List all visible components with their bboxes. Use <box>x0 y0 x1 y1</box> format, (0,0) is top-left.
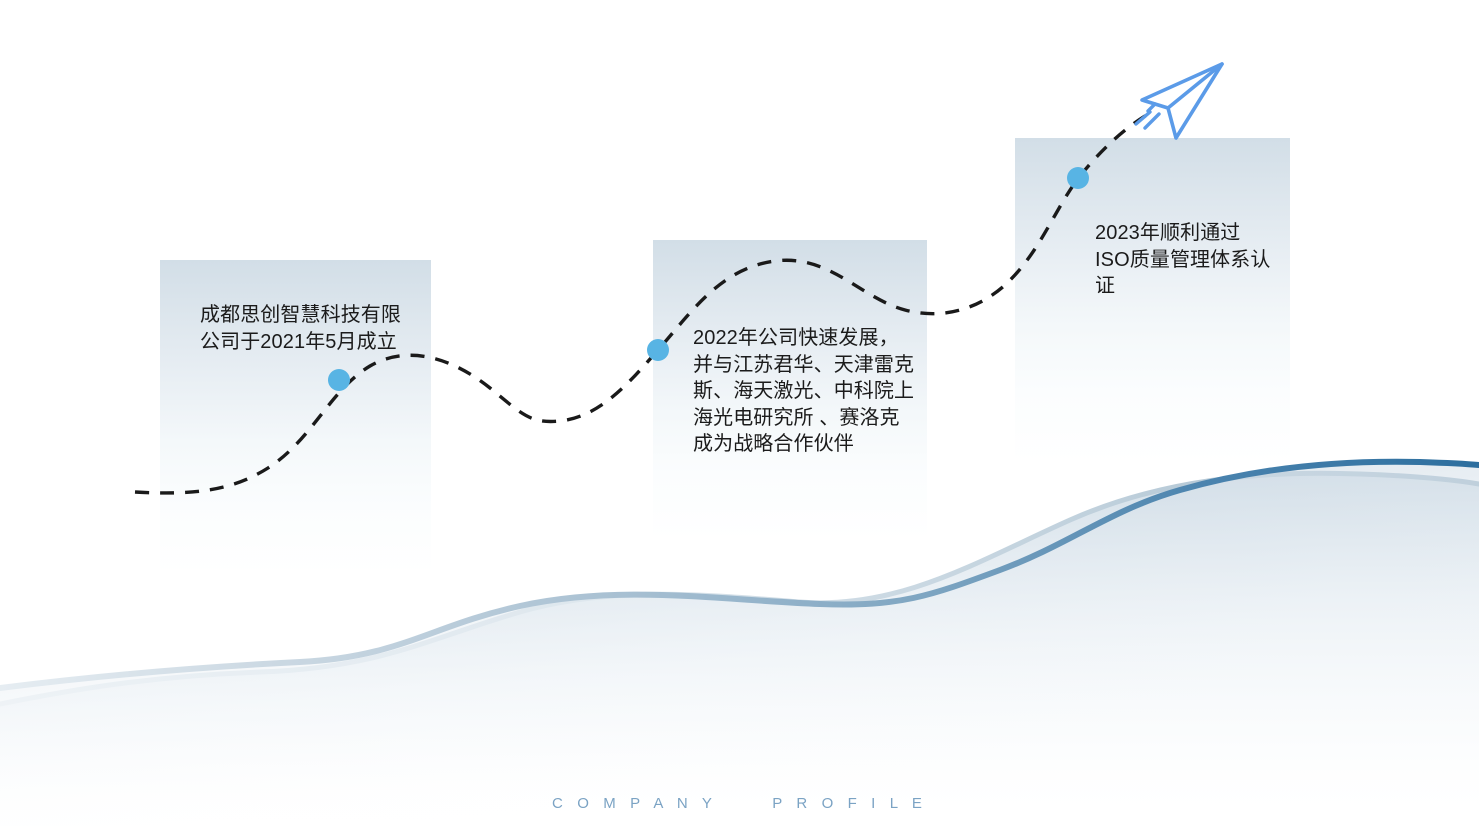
milestone-card-2021[interactable]: 成都思创智慧科技有限公司于2021年5月成立 <box>160 260 431 575</box>
milestone-card-background <box>1015 138 1290 463</box>
milestone-dot-2022[interactable] <box>647 339 669 361</box>
footer-wordmark: C O M P A N Y P R O F I L E <box>552 795 927 812</box>
milestone-dot-2021[interactable] <box>328 369 350 391</box>
milestone-dot-2023[interactable] <box>1067 167 1089 189</box>
milestone-card-text-2023: 2023年顺利通过ISO质量管理体系认证 <box>1095 222 1271 298</box>
milestone-card-2022[interactable]: 2022年公司快速发展，并与江苏君华、天津雷克斯、海天激光、中科院上海光电研究所… <box>653 240 927 540</box>
milestone-card-text-2022: 2022年公司快速发展，并与江苏君华、天津雷克斯、海天激光、中科院上海光电研究所… <box>693 327 915 456</box>
paper-plane-icon <box>1134 62 1224 140</box>
milestone-card-2023[interactable]: 2023年顺利通过ISO质量管理体系认证 <box>1015 138 1290 463</box>
milestone-card-text-2021: 成都思创智慧科技有限公司于2021年5月成立 <box>200 304 401 353</box>
